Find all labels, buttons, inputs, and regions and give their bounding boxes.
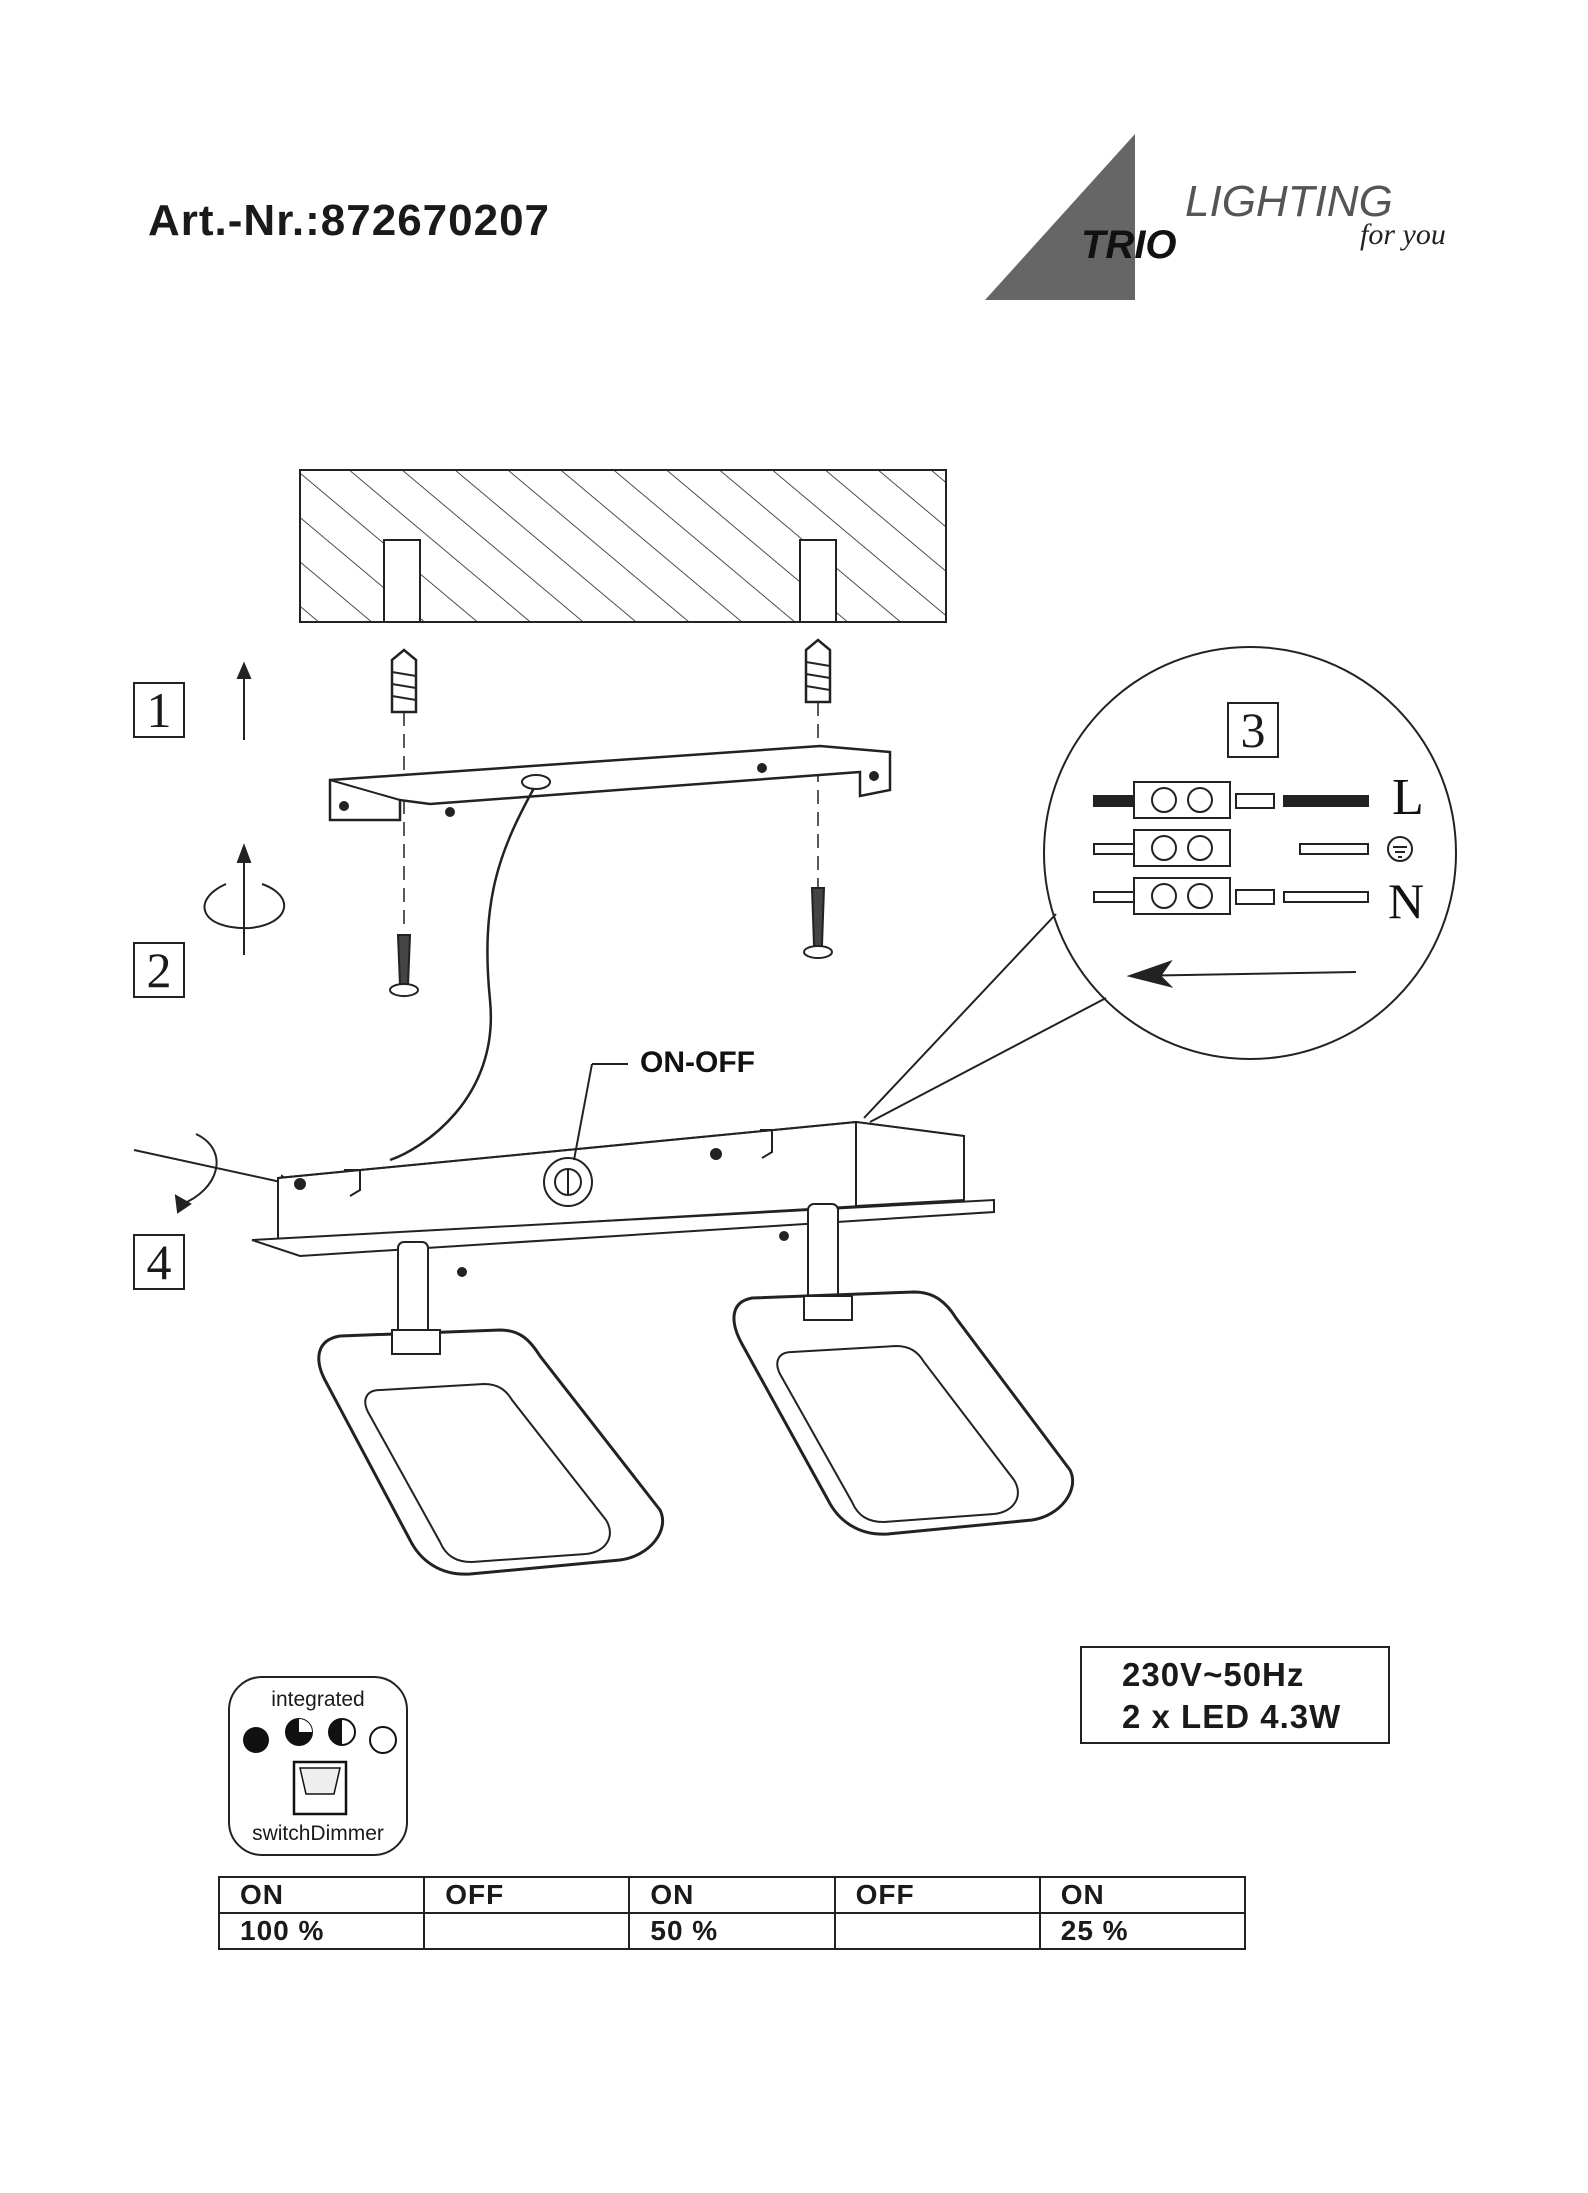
drill-hole-left (384, 540, 420, 622)
brightness-off-icon (370, 1727, 396, 1753)
level-cell (424, 1913, 629, 1949)
dimmer-top-label: integrated (230, 1688, 406, 1712)
dimmer-icons (242, 1718, 398, 1818)
level-cell: 100 % (219, 1913, 424, 1949)
spec-voltage: 230V~50Hz (1122, 1654, 1388, 1696)
level-cell (835, 1913, 1040, 1949)
supply-cable (390, 788, 534, 1160)
step-box-3: 3 (1227, 702, 1279, 758)
canopy-base (252, 1122, 994, 1256)
screw-left (390, 935, 418, 996)
wall-plug-left (392, 650, 416, 712)
wall-plug-right (806, 640, 830, 702)
step-box-4: 4 (133, 1234, 185, 1290)
mounting-bracket (330, 746, 890, 820)
state-cell: ON (219, 1877, 424, 1913)
on-off-label: ON-OFF (640, 1046, 755, 1079)
screw-right (804, 888, 832, 958)
brightness-50-icon (329, 1719, 355, 1745)
state-cell: OFF (835, 1877, 1040, 1913)
dimmer-bottom-label: switchDimmer (230, 1822, 406, 1846)
level-cell: 50 % (629, 1913, 834, 1949)
state-cell: ON (1040, 1877, 1245, 1913)
step-box-1: 1 (133, 682, 185, 738)
neutral-label: N (1388, 873, 1424, 929)
dimming-sequence-table: ON OFF ON OFF ON 100 % 50 % 25 % (218, 1876, 1246, 1950)
spot-head-left (319, 1242, 663, 1574)
table-row: 100 % 50 % 25 % (219, 1913, 1245, 1949)
wiring-detail (864, 647, 1456, 1122)
state-cell: OFF (424, 1877, 629, 1913)
drill-hole-right (800, 540, 836, 622)
spec-led: 2 x LED 4.3W (1122, 1696, 1388, 1738)
state-cell: ON (629, 1877, 834, 1913)
spec-box: 230V~50Hz 2 x LED 4.3W (1080, 1646, 1390, 1744)
level-cell: 25 % (1040, 1913, 1245, 1949)
live-label: L (1392, 769, 1424, 826)
step-box-2: 2 (133, 942, 185, 998)
brightness-full-icon (243, 1727, 269, 1753)
table-row: ON OFF ON OFF ON (219, 1877, 1245, 1913)
switch-dimmer-badge: integrated switchDimmer (228, 1676, 408, 1856)
brightness-75-icon (286, 1719, 312, 1745)
spot-head-right (734, 1204, 1073, 1534)
